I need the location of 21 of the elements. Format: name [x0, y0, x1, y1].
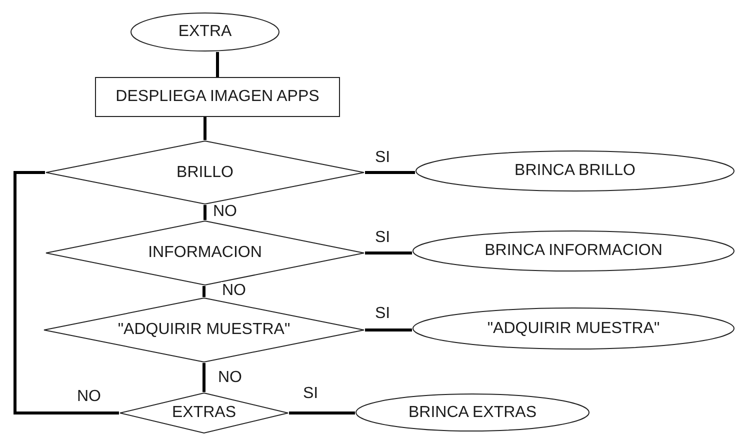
- node-text: EXTRAS: [170, 404, 237, 422]
- connector-line: [365, 252, 412, 254]
- node-text: BRILLO: [176, 164, 234, 182]
- node-text: BRINCA EXTRAS: [407, 404, 538, 422]
- node-text: EXTRA: [177, 23, 233, 41]
- connector-line: [204, 205, 206, 220]
- connector-line: [204, 117, 206, 140]
- connector-line: [14, 171, 119, 414]
- connector-line: [202, 363, 206, 392]
- node-text: DESPLIEGA IMAGEN APPS: [114, 88, 320, 106]
- node-text: BRINCA INFORMACION: [484, 242, 664, 260]
- node-text: INFORMACION: [147, 244, 263, 262]
- connector-line: [289, 412, 355, 414]
- node-text: BRINCA BRILLO: [514, 162, 636, 180]
- node-text: "ADQUIRIR MUESTRA": [116, 321, 292, 339]
- connector-line: [216, 52, 219, 77]
- connector-line: [365, 171, 415, 174]
- node-text: "ADQUIRIR MUESTRA": [486, 320, 661, 338]
- process-box: [95, 77, 340, 117]
- connector-line: [365, 328, 412, 332]
- connector-line: [202, 286, 206, 297]
